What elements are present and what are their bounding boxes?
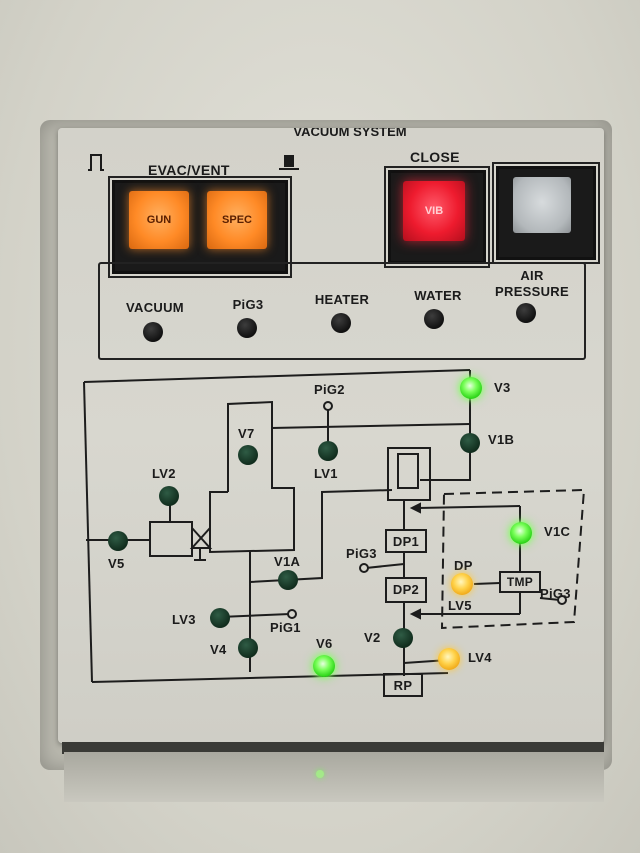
- evac-vent-button-housing: GUN SPEC: [112, 180, 288, 274]
- dp-status-led: [451, 573, 473, 595]
- vent-position-icon: [88, 154, 104, 171]
- evac-vent-label: EVAC/VENT: [148, 162, 230, 178]
- v2-valve-led: [393, 628, 413, 648]
- label-lv2: LV2: [152, 466, 176, 481]
- label-v7: V7: [238, 426, 255, 441]
- power-glow-indicator: [316, 770, 324, 778]
- panel-bottom-shadow: [62, 742, 604, 754]
- label-v5: V5: [108, 556, 125, 571]
- vib-button-label: VIB: [424, 205, 444, 217]
- label-pig3-right: PiG3: [540, 586, 571, 601]
- v1b-valve-led: [460, 433, 480, 453]
- label-pig3-left: PiG3: [346, 546, 377, 561]
- vib-button[interactable]: VIB: [403, 181, 465, 241]
- air-pressure-indicator-lamp: [516, 303, 536, 323]
- indicator-label-vacuum: VACUUM: [126, 300, 184, 315]
- close-label: CLOSE: [410, 149, 460, 165]
- label-v6: V6: [316, 636, 333, 651]
- label-lv5: LV5: [448, 598, 472, 613]
- v1a-valve-led: [278, 570, 298, 590]
- lv4-valve-led: [438, 648, 460, 670]
- label-v2: V2: [364, 630, 381, 645]
- label-pig2: PiG2: [314, 382, 345, 397]
- label-v1b: V1B: [488, 432, 515, 447]
- cabinet-lip: [64, 752, 604, 802]
- blank-button-housing: [496, 166, 596, 260]
- lv3-valve-led: [210, 608, 230, 628]
- label-v1a: V1A: [274, 554, 301, 569]
- gun-button-label: GUN: [146, 214, 172, 226]
- label-lv3: LV3: [172, 612, 196, 627]
- v4-valve-led: [238, 638, 258, 658]
- spec-button[interactable]: SPEC: [207, 191, 267, 249]
- label-dp1: DP1: [392, 534, 420, 549]
- heater-indicator-lamp: [331, 313, 351, 333]
- label-v4: V4: [210, 642, 227, 657]
- label-v1c: V1C: [544, 524, 571, 539]
- v7-valve-led: [238, 445, 258, 465]
- v6-valve-led: [313, 655, 335, 677]
- evac-position-icon: [279, 155, 299, 170]
- label-lv1: LV1: [314, 466, 338, 481]
- label-rp: RP: [393, 678, 413, 693]
- blank-button[interactable]: [513, 177, 571, 233]
- v3-valve-led: [460, 377, 482, 399]
- pig3-indicator-lamp: [237, 318, 257, 338]
- label-lv4: LV4: [468, 650, 492, 665]
- v1c-valve-led: [510, 522, 532, 544]
- label-pig1: PiG1: [270, 620, 301, 635]
- indicator-label-air-pressure: AIR PRESSURE: [495, 268, 569, 299]
- lv2-valve-led: [159, 486, 179, 506]
- label-dp2: DP2: [392, 582, 420, 597]
- spec-button-label: SPEC: [222, 214, 252, 226]
- vacuum-indicator-lamp: [143, 322, 163, 342]
- label-tmp: TMP: [506, 575, 534, 589]
- indicator-label-heater: HEATER: [314, 292, 370, 307]
- v5-valve-led: [108, 531, 128, 551]
- indicator-label-pig3: PiG3: [232, 297, 264, 312]
- water-indicator-lamp: [424, 309, 444, 329]
- lv1-valve-led: [318, 441, 338, 461]
- gun-button[interactable]: GUN: [129, 191, 189, 249]
- indicator-label-water: WATER: [414, 288, 462, 303]
- status-indicator-box: [98, 262, 586, 360]
- label-v3: V3: [494, 380, 511, 395]
- label-dp: DP: [454, 558, 473, 573]
- panel-heading: VACUUM SYSTEM: [293, 128, 407, 138]
